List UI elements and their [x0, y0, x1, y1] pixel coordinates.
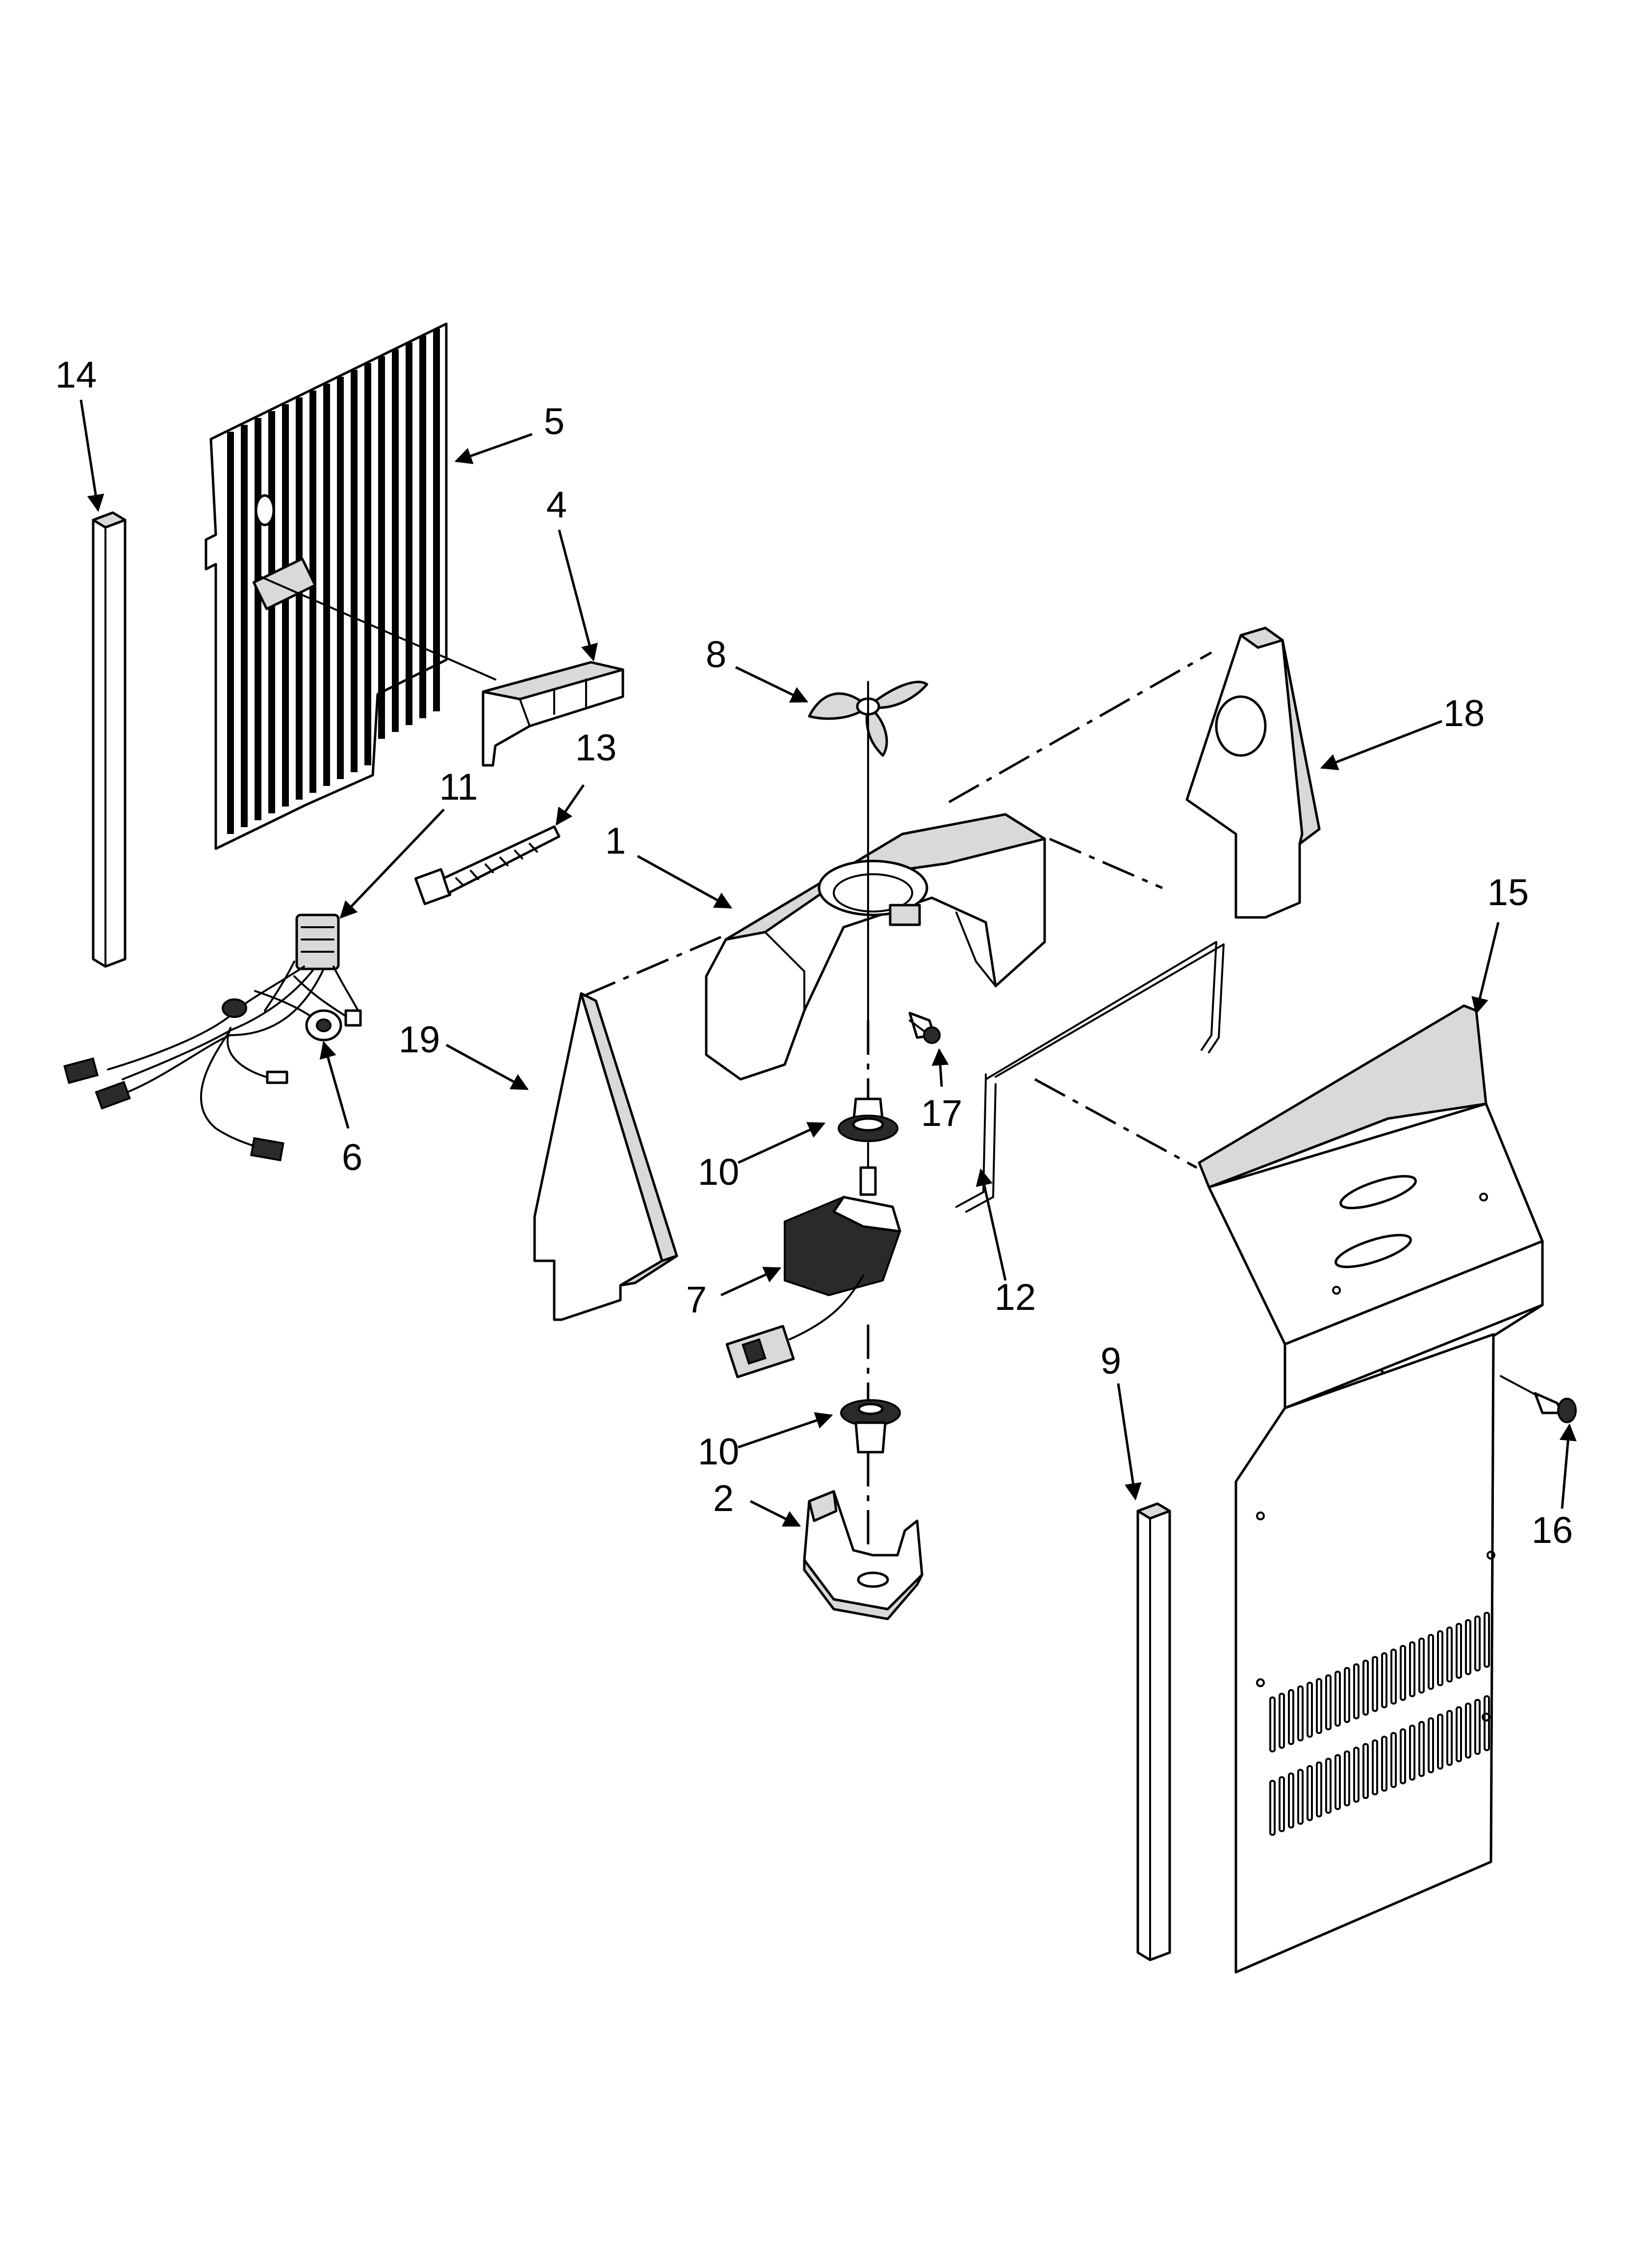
- part-15-rear-panel: [1198, 1004, 1544, 1974]
- part-10-grommet-upper: [838, 1097, 898, 1142]
- panel-louver: [1372, 1656, 1378, 1712]
- panel-louver: [1409, 1641, 1415, 1697]
- panel-louver: [1465, 1619, 1471, 1675]
- callout-6: 6: [342, 1137, 362, 1178]
- callout-8: 8: [706, 634, 726, 676]
- panel-louver: [1269, 1780, 1276, 1836]
- part-19-duct-side-left: [533, 992, 678, 1321]
- panel-louver: [1372, 1739, 1378, 1796]
- panel-louver: [1362, 1743, 1369, 1799]
- callout-12: 12: [995, 1277, 1036, 1318]
- panel-louver: [1269, 1696, 1276, 1752]
- panel-louver: [1484, 1695, 1490, 1751]
- part-12-wire-rail: [955, 941, 1225, 1213]
- panel-louver: [1400, 1728, 1406, 1784]
- part-14-seal-strip: [92, 511, 127, 968]
- callout-11: 11: [439, 766, 478, 808]
- callout-19: 19: [399, 1019, 440, 1061]
- panel-louver: [1446, 1710, 1453, 1766]
- part-6-thermistor: [254, 990, 342, 1042]
- part-13-cable-tie: [414, 825, 561, 906]
- panel-louver: [1456, 1706, 1462, 1762]
- panel-louver: [1288, 1773, 1294, 1828]
- panel-louver: [1362, 1660, 1369, 1716]
- panel-louver: [1390, 1732, 1397, 1788]
- part-17-screw: [908, 1012, 941, 1044]
- part-2-motor-bracket: [803, 1490, 924, 1620]
- panel-louver: [1418, 1638, 1425, 1694]
- panel-louver: [1307, 1765, 1313, 1821]
- panel-louver: [1400, 1645, 1406, 1701]
- callout-4: 4: [546, 484, 567, 526]
- explosion-guide-lines: [583, 651, 1212, 1169]
- panel-louver: [1334, 1670, 1341, 1727]
- callout-10-upper: 10: [698, 1151, 740, 1193]
- panel-louver: [1390, 1648, 1397, 1705]
- part-1-fan-shroud: [705, 813, 1046, 1081]
- panel-louver: [1437, 1630, 1443, 1686]
- callout-5: 5: [544, 401, 564, 443]
- panel-louver: [1353, 1747, 1360, 1803]
- panel-louver: [1446, 1626, 1453, 1683]
- callout-16: 16: [1532, 1510, 1573, 1551]
- panel-louver: [1409, 1724, 1415, 1781]
- panel-louver: [1344, 1750, 1350, 1806]
- panel-louver: [1316, 1678, 1322, 1734]
- part-16-screw: [1500, 1375, 1577, 1423]
- panel-louver: [1465, 1702, 1471, 1759]
- panel-louver: [1325, 1758, 1332, 1814]
- part-5-evaporator-cover: [205, 322, 448, 850]
- panel-louver: [1381, 1736, 1387, 1792]
- callout-7: 7: [686, 1279, 707, 1321]
- callout-labels: 14 5 4 8 18 13 11 1 15 19 6 17 10 7 12 9…: [55, 354, 1573, 1551]
- callout-2: 2: [713, 1478, 734, 1519]
- panel-louver: [1474, 1616, 1481, 1671]
- panel-louver: [1288, 1689, 1294, 1745]
- panel-louver: [1428, 1634, 1434, 1690]
- panel-louver: [1316, 1761, 1322, 1818]
- callout-15: 15: [1488, 872, 1529, 913]
- panel-louver: [1279, 1776, 1285, 1832]
- panel-louver: [1297, 1685, 1304, 1742]
- part-11-wire-harness: [63, 913, 362, 1162]
- panel-louver: [1474, 1699, 1481, 1755]
- callout-14: 14: [55, 354, 97, 396]
- part-10-grommet-lower: [840, 1399, 901, 1454]
- callout-1: 1: [605, 820, 626, 862]
- panel-louver: [1344, 1667, 1350, 1723]
- part-9-seal-strip: [1136, 1502, 1171, 1961]
- panel-louver: [1297, 1769, 1304, 1825]
- panel-louver: [1418, 1721, 1425, 1777]
- panel-louver: [1381, 1652, 1387, 1708]
- callout-10-lower: 10: [698, 1431, 740, 1473]
- panel-louver: [1428, 1717, 1434, 1773]
- panel-louver: [1456, 1623, 1462, 1679]
- callout-13: 13: [575, 727, 617, 769]
- panel-louver: [1334, 1754, 1341, 1810]
- panel-louver: [1353, 1663, 1360, 1720]
- panel-louver: [1437, 1714, 1443, 1770]
- part-7-fan-motor: [725, 1142, 901, 1379]
- panel-louver: [1325, 1674, 1332, 1730]
- callout-9: 9: [1101, 1340, 1121, 1382]
- part-4-bracket: [259, 575, 624, 767]
- callout-17: 17: [921, 1093, 963, 1134]
- leader-lines: [79, 399, 1577, 1527]
- part-18-duct-side-right: [1185, 626, 1321, 919]
- panel-louver: [1279, 1693, 1285, 1749]
- panel-louver: [1307, 1682, 1313, 1738]
- callout-18: 18: [1443, 693, 1485, 734]
- panel-louver: [1484, 1612, 1490, 1668]
